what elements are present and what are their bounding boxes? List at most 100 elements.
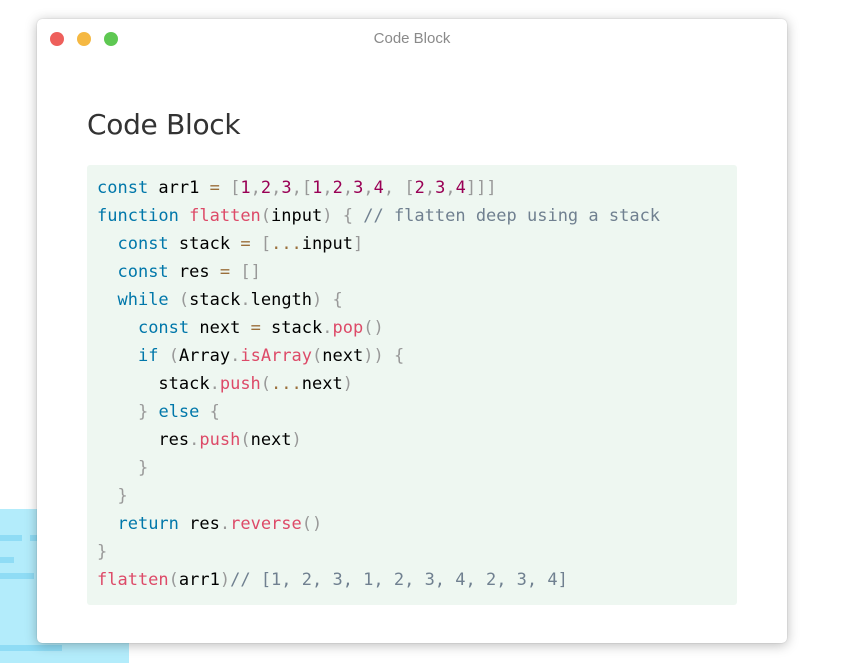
code-line: if (Array.isArray(next)) {: [97, 342, 727, 370]
code-text: length: [250, 290, 313, 310]
code-text: [148, 402, 158, 422]
window-titlebar[interactable]: Code Block: [37, 19, 787, 59]
code-operator: =: [250, 318, 261, 338]
code-text: next: [301, 374, 343, 394]
code-line: res.push(next): [97, 426, 727, 454]
code-punctuation: {: [332, 290, 343, 310]
decoration-stripe: [0, 535, 22, 541]
code-block[interactable]: const arr1 = [1,2,3,[1,2,3,4, [2,3,4]]] f…: [87, 165, 737, 605]
code-punctuation: ,: [424, 178, 436, 198]
minimize-window-icon[interactable]: [77, 32, 91, 46]
code-punctuation: {: [393, 346, 405, 366]
code-text: arr1: [178, 570, 220, 590]
code-text: [97, 346, 138, 366]
code-punctuation: ]: [352, 234, 364, 254]
maximize-window-icon[interactable]: [104, 32, 118, 46]
main-content: Code Block const arr1 = [1,2,3,[1,2,3,4,…: [87, 107, 737, 605]
code-text: [97, 290, 117, 310]
decoration-stripe: [0, 557, 14, 563]
code-text: [353, 206, 363, 226]
code-punctuation: ]]]: [465, 178, 497, 198]
code-punctuation: }: [97, 542, 108, 562]
code-line: flatten(arr1)// [1, 2, 3, 1, 2, 3, 4, 2,…: [97, 566, 727, 594]
code-text: [97, 318, 138, 338]
decoration-stripe: [0, 645, 62, 651]
code-punctuation: [: [230, 178, 241, 198]
code-function: isArray: [240, 346, 313, 366]
code-punctuation: ,: [342, 178, 354, 198]
code-number: 1: [240, 178, 251, 198]
code-text: input: [301, 234, 353, 254]
code-operator: ...: [271, 374, 302, 394]
code-text: next: [250, 430, 292, 450]
code-number: 3: [281, 178, 292, 198]
code-number: 3: [353, 178, 364, 198]
code-function: pop: [332, 318, 364, 338]
code-text: [322, 290, 332, 310]
code-keyword: while: [117, 290, 169, 310]
code-keyword: if: [137, 346, 159, 366]
code-function: flatten: [97, 570, 169, 590]
code-text: [332, 206, 342, 226]
code-number: 4: [373, 178, 384, 198]
code-line: const stack = [...input]: [97, 230, 727, 258]
code-text: [97, 458, 138, 478]
code-punctuation: [: [260, 234, 272, 254]
code-punctuation: (: [260, 374, 272, 394]
code-number: 4: [455, 178, 466, 198]
code-punctuation: ,: [445, 178, 456, 198]
code-line: }: [97, 482, 727, 510]
close-window-icon[interactable]: [50, 32, 64, 46]
code-punctuation: ,: [271, 178, 282, 198]
code-punctuation: [: [404, 178, 415, 198]
code-punctuation: []: [240, 262, 261, 282]
code-number: 2: [332, 178, 343, 198]
code-punctuation: [: [301, 178, 313, 198]
code-punctuation: (): [363, 318, 384, 338]
code-text: stack: [189, 290, 241, 310]
code-function: reverse: [230, 514, 302, 534]
code-punctuation: }: [137, 458, 149, 478]
code-punctuation: .: [189, 430, 200, 450]
code-line: const res = []: [97, 258, 727, 286]
code-text: stack: [97, 374, 210, 394]
code-punctuation: ): [312, 290, 323, 310]
code-function: flatten: [189, 206, 261, 226]
code-text: next: [322, 346, 364, 366]
code-keyword: const: [117, 234, 169, 254]
code-punctuation: ): [342, 374, 353, 394]
code-text: [230, 262, 240, 282]
code-function: push: [199, 430, 241, 450]
code-text: arr1: [148, 178, 210, 198]
code-text: [251, 234, 261, 254]
code-punctuation: (: [168, 346, 179, 366]
code-text: [97, 262, 117, 282]
code-keyword: const: [117, 262, 169, 282]
code-text: res: [168, 262, 220, 282]
code-keyword: else: [158, 402, 200, 422]
code-number: 2: [414, 178, 425, 198]
code-line: }: [97, 454, 727, 482]
code-punctuation: ,: [363, 178, 374, 198]
code-punctuation: .: [209, 374, 220, 394]
code-text: [394, 178, 404, 198]
code-line: return res.reverse(): [97, 510, 727, 538]
code-line: const next = stack.pop(): [97, 314, 727, 342]
code-text: res: [178, 514, 220, 534]
code-punctuation: (: [260, 206, 272, 226]
code-text: Array: [178, 346, 231, 366]
code-text: [169, 290, 179, 310]
code-punctuation: (: [178, 290, 190, 310]
code-punctuation: (: [240, 430, 251, 450]
code-punctuation: ,: [322, 178, 333, 198]
code-line: const arr1 = [1,2,3,[1,2,3,4, [2,3,4]]]: [97, 174, 727, 202]
code-punctuation: {: [209, 402, 220, 422]
code-comment: // [1, 2, 3, 1, 2, 3, 4, 2, 3, 4]: [230, 570, 568, 590]
code-text: next: [189, 318, 251, 338]
code-punctuation: ,: [383, 178, 395, 198]
code-text: [158, 346, 168, 366]
code-text: [179, 206, 189, 226]
code-punctuation: ,: [291, 178, 302, 198]
code-keyword: const: [137, 318, 190, 338]
